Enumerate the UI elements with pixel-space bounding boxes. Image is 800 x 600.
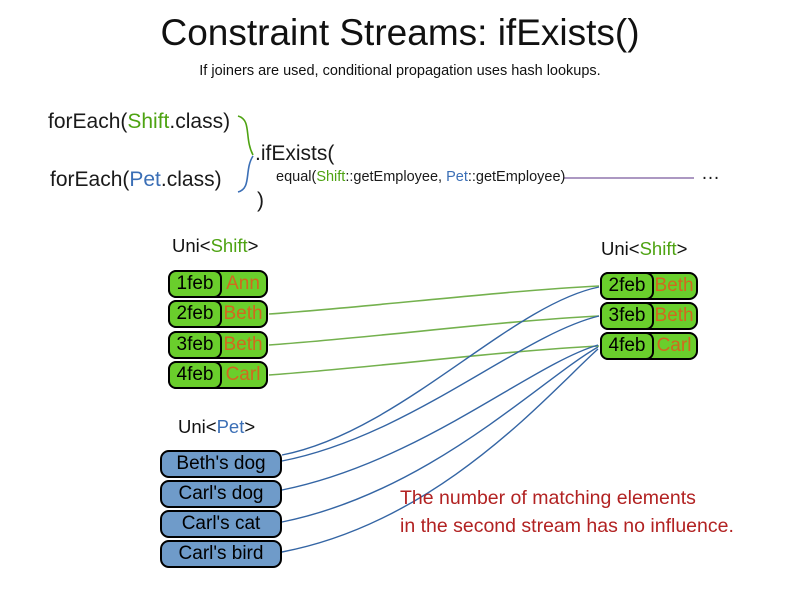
shift-class-token: Shift — [316, 169, 346, 185]
code-equal-joiner: equal(Shift::getEmployee, Pet::getEmploy… — [276, 169, 565, 185]
brace-top-green — [237, 115, 254, 156]
code-text: .class) — [169, 110, 231, 133]
pet-row-carls-cat: Carl's cat — [160, 510, 282, 538]
code-foreach-pet: forEach(Pet.class) — [50, 168, 222, 192]
matching-note: The number of matching elements in the s… — [400, 484, 734, 540]
date-cell: 2feb — [168, 300, 222, 328]
pet-row-carls-bird: Carl's bird — [160, 540, 282, 568]
employee-name: Beth — [223, 334, 263, 355]
code-text: .class) — [160, 168, 222, 191]
uni-text: > — [244, 416, 256, 437]
code-text: ::getEmployee, — [345, 169, 447, 185]
brace-bottom-blue — [237, 155, 254, 193]
blue-link-carlsdog-4feb — [281, 344, 599, 491]
date-cell: 4feb — [600, 332, 654, 360]
left-shift-row-1feb: 1feb Ann — [168, 270, 268, 298]
uni-text: Uni< — [172, 235, 211, 256]
left-shift-row-4feb: 4feb Carl — [168, 361, 268, 389]
date-cell: 2feb — [600, 272, 654, 300]
left-shift-row-2feb: 2feb Beth — [168, 300, 268, 328]
right-shift-table-title: Uni<Shift> — [601, 238, 687, 260]
right-shift-row-3feb: 3feb Beth — [600, 302, 698, 330]
code-foreach-shift: forEach(Shift.class) — [48, 110, 230, 134]
code-close-paren: ) — [257, 189, 264, 212]
employee-name: Carl — [656, 335, 692, 356]
right-shift-row-4feb: 4feb Carl — [600, 332, 698, 360]
blue-link-carlscat-4feb — [281, 346, 599, 523]
employee-name: Ann — [226, 273, 260, 294]
date-cell: 4feb — [168, 361, 222, 389]
date-cell: 3feb — [168, 331, 222, 359]
pet-table-title: Uni<Pet> — [178, 416, 255, 438]
pet-row-carls-dog: Carl's dog — [160, 480, 282, 508]
left-shift-table-title: Uni<Shift> — [172, 235, 258, 257]
pet-row-beths-dog: Beth's dog — [160, 450, 282, 478]
green-link-3feb — [268, 315, 600, 346]
shift-class-token: Shift — [127, 110, 170, 133]
green-link-2feb — [268, 285, 600, 315]
uni-text: Uni< — [601, 238, 640, 259]
code-text: forEach( — [48, 110, 128, 133]
employee-name: Beth — [223, 303, 263, 324]
shift-type-token: Shift — [210, 235, 248, 256]
uni-text: > — [247, 235, 259, 256]
code-text: forEach( — [50, 168, 130, 191]
page-title: Constraint Streams: ifExists() — [160, 12, 640, 53]
pet-class-token: Pet — [446, 169, 468, 185]
uni-text: > — [676, 238, 688, 259]
code-text: equal( — [276, 169, 317, 185]
code-ifexists: .ifExists( — [255, 142, 335, 165]
date-cell: 1feb — [168, 270, 222, 298]
left-shift-row-3feb: 3feb Beth — [168, 331, 268, 359]
employee-name: Beth — [654, 275, 694, 296]
shift-type-token: Shift — [639, 238, 677, 259]
matching-note-line2: in the second stream has no influence. — [400, 515, 734, 537]
blue-link-carlsbird-4feb — [281, 348, 599, 553]
matching-note-line1: The number of matching elements — [400, 487, 696, 509]
code-ellipsis: … — [701, 163, 720, 184]
pet-type-token: Pet — [216, 416, 245, 437]
pet-class-token: Pet — [129, 168, 161, 191]
date-cell: 3feb — [600, 302, 654, 330]
blue-link-bethsdog-3feb — [281, 315, 600, 462]
employee-name: Carl — [225, 364, 261, 385]
right-shift-row-2feb: 2feb Beth — [600, 272, 698, 300]
code-text: ::getEmployee) — [467, 169, 566, 185]
blue-link-bethsdog-2feb — [281, 286, 600, 456]
page-subtitle: If joiners are used, conditional propaga… — [199, 63, 601, 79]
uni-text: Uni< — [178, 416, 217, 437]
employee-name: Beth — [654, 305, 694, 326]
green-link-4feb — [268, 345, 600, 376]
